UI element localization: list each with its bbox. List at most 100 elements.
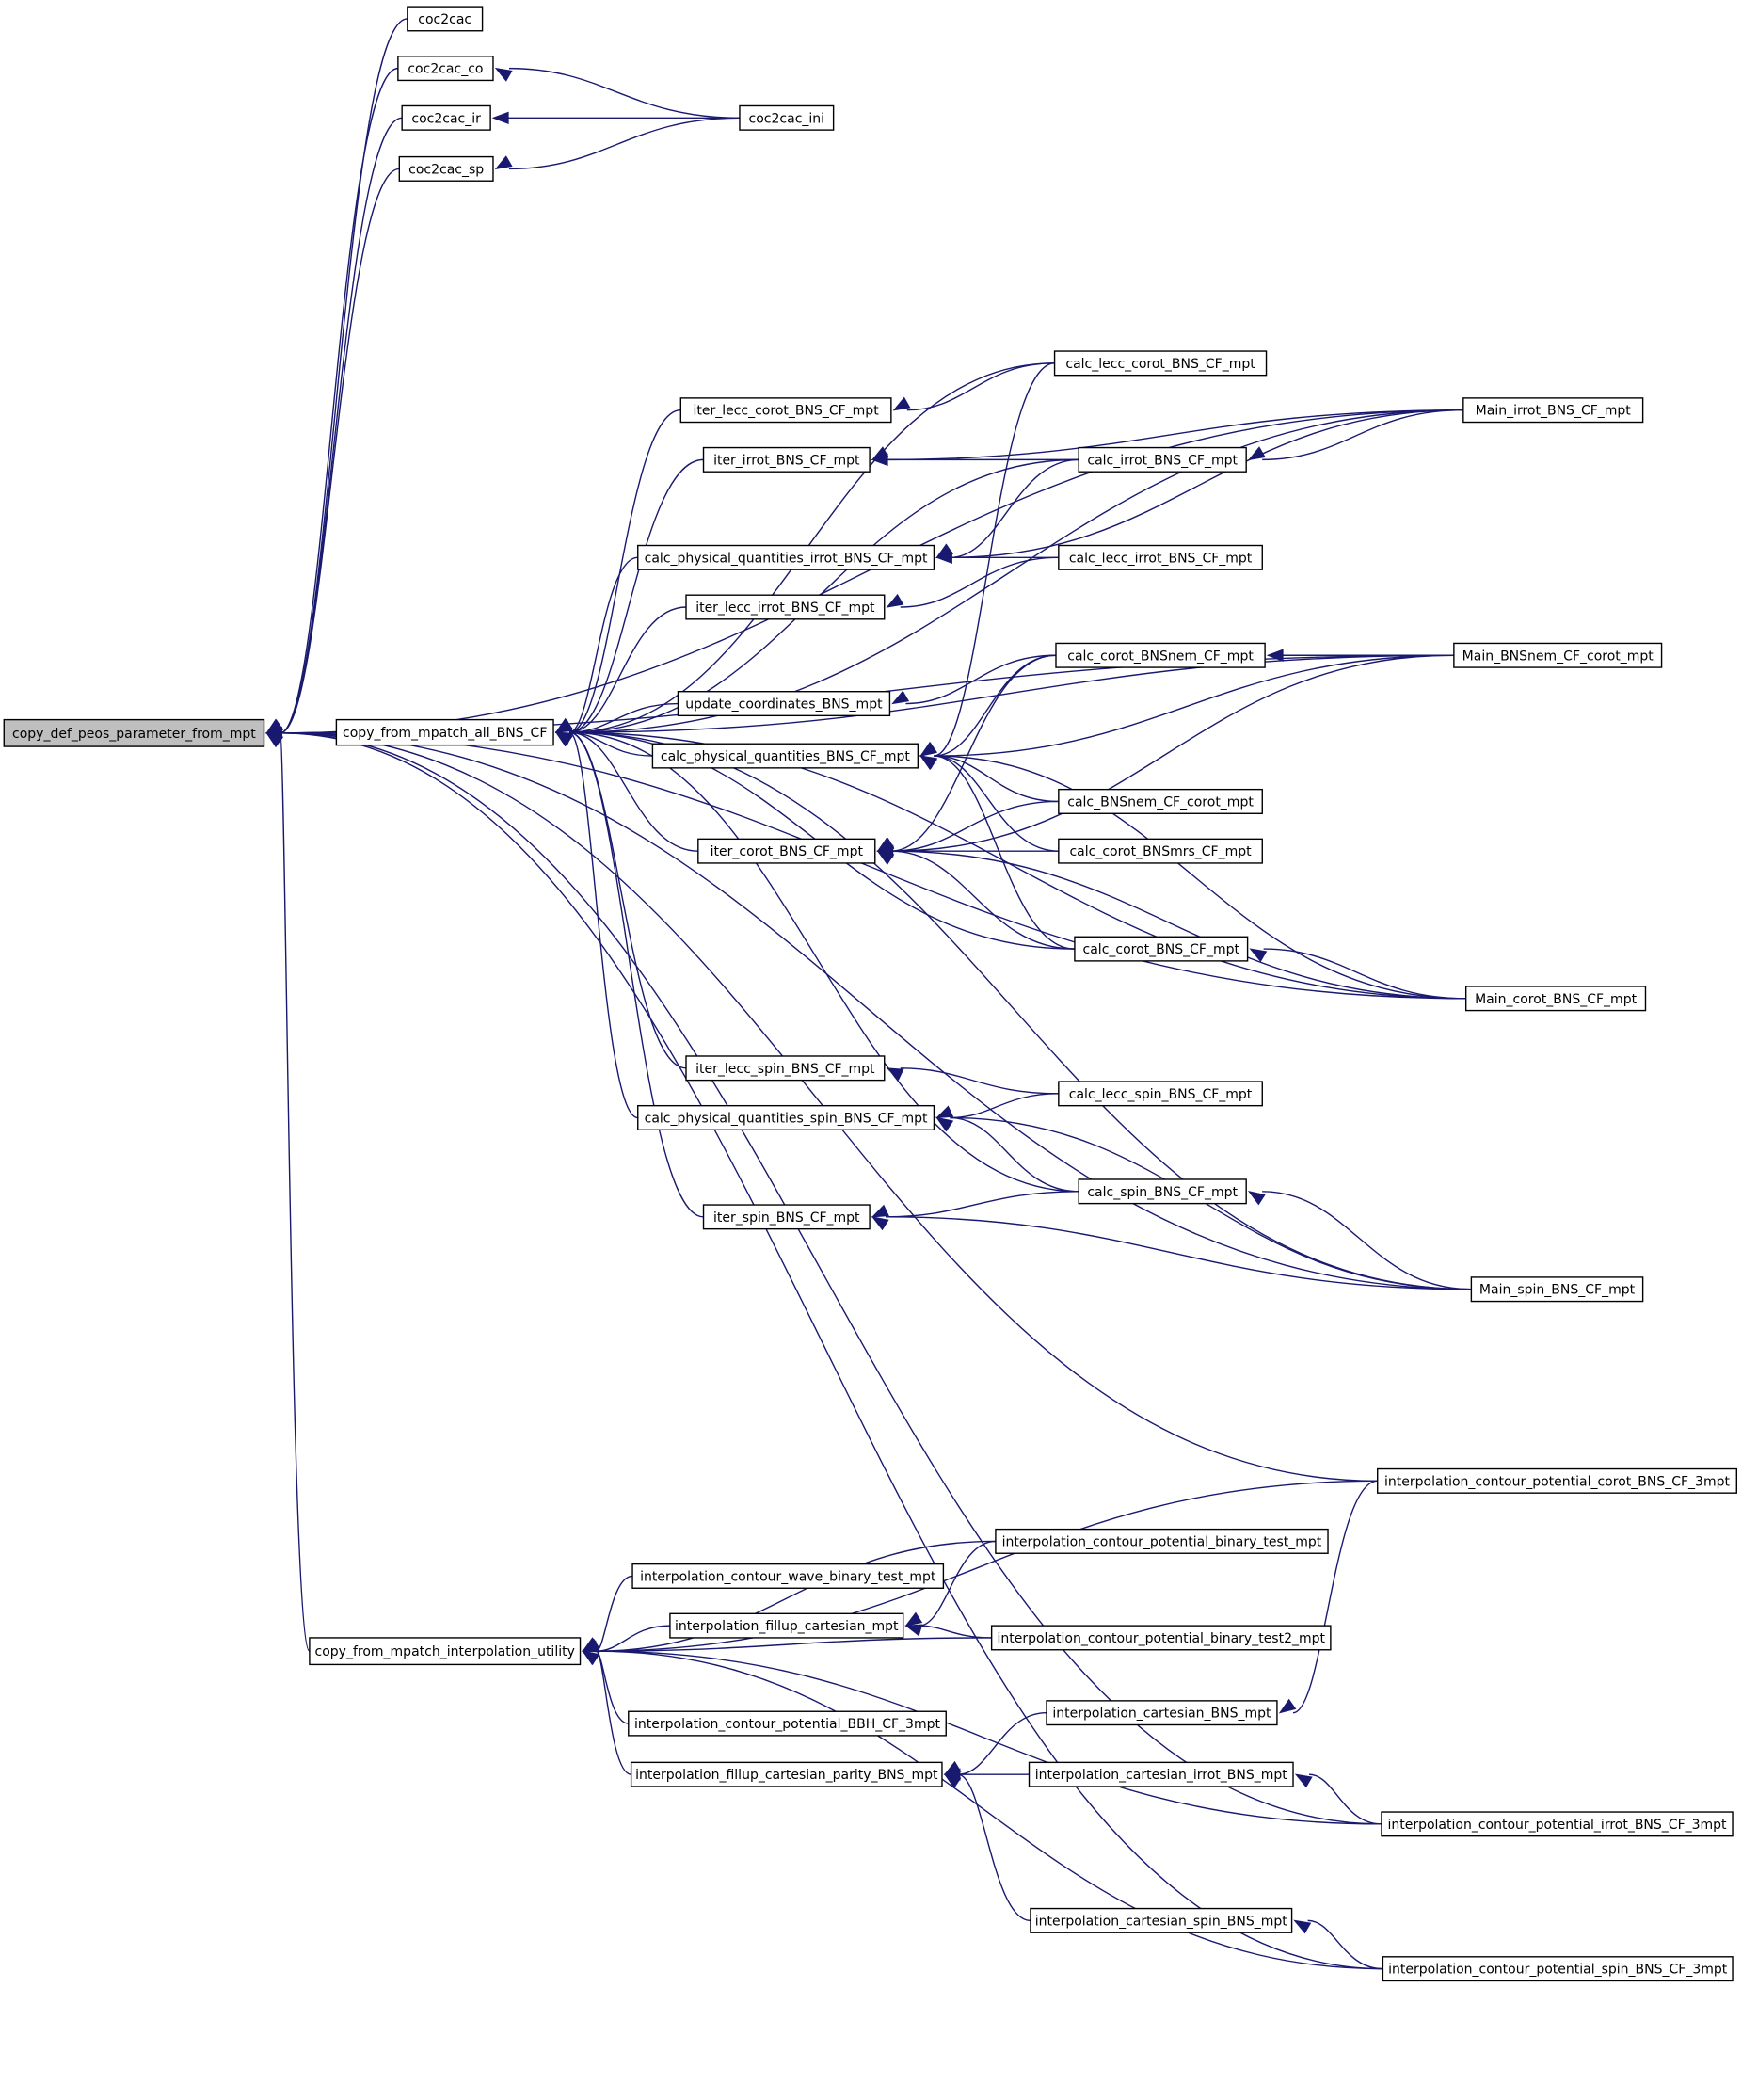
- node-calc_lecc_spin[interactable]: calc_lecc_spin_BNS_CF_mpt: [1058, 1081, 1263, 1107]
- node-icw_binary_test[interactable]: interpolation_contour_wave_binary_test_m…: [631, 1563, 945, 1589]
- edge-line: [890, 800, 1059, 852]
- node-label: Main_irrot_BNS_CF_mpt: [1476, 404, 1632, 419]
- edge-root-main_corot: [265, 732, 1466, 1000]
- node-iter_lecc_irrot[interactable]: iter_lecc_irrot_BNS_CF_mpt: [685, 594, 886, 620]
- node-label: calc_irrot_BNS_CF_mpt: [1087, 453, 1238, 468]
- node-cfm_interp[interactable]: copy_from_mpatch_interpolation_utility: [309, 1637, 582, 1666]
- arrowhead-icon: [904, 1611, 923, 1627]
- node-box: [637, 544, 935, 570]
- edge-cfm_interp-icp_binary_test2: [582, 1637, 992, 1653]
- edge-update_coords-calc_corot_bnsnem: [891, 654, 1056, 705]
- edge-line: [596, 1650, 1383, 1970]
- arrowhead-icon: [582, 1640, 600, 1653]
- node-box: [397, 56, 494, 82]
- node-calc_bnsnem_corot[interactable]: calc_BNSnem_CF_corot_mpt: [1058, 788, 1263, 814]
- edge-line: [934, 755, 1059, 852]
- node-calc_lecc_irrot[interactable]: calc_lecc_irrot_BNS_CF_mpt: [1058, 544, 1263, 570]
- node-coc2cac_sp[interactable]: coc2cac_sp: [398, 155, 494, 182]
- node-box: [628, 1710, 947, 1737]
- node-cpq[interactable]: calc_physical_quantities_BNS_CF_mpt: [651, 743, 919, 769]
- node-box: [679, 397, 892, 424]
- node-box: [702, 446, 871, 473]
- edge-coc2cac_ir-coc2cac_ini: [491, 111, 740, 125]
- edge-coc2cac_co-coc2cac_ini: [494, 67, 740, 119]
- node-calc_irrot[interactable]: calc_irrot_BNS_CF_mpt: [1078, 446, 1247, 473]
- node-iter_spin[interactable]: iter_spin_BNS_CF_mpt: [702, 1204, 871, 1230]
- node-icp_irrot_3mpt[interactable]: interpolation_contour_potential_irrot_BN…: [1381, 1811, 1734, 1837]
- node-coc2cac[interactable]: coc2cac: [407, 6, 484, 32]
- node-coc2cac_co[interactable]: coc2cac_co: [397, 56, 494, 82]
- node-box: [685, 1055, 886, 1082]
- edge-ic_spin-icp_spin_3mpt: [1293, 1919, 1383, 1970]
- node-main_corot[interactable]: Main_corot_BNS_CF_mpt: [1464, 986, 1647, 1012]
- node-main_spin[interactable]: Main_spin_BNS_CF_mpt: [1470, 1276, 1644, 1303]
- node-calc_lecc_corot[interactable]: calc_lecc_corot_BNS_CF_mpt: [1053, 350, 1268, 377]
- node-label: iter_lecc_corot_BNS_CF_mpt: [693, 404, 879, 419]
- node-icp_spin_3mpt[interactable]: interpolation_contour_potential_spin_BNS…: [1382, 1956, 1734, 1982]
- node-coc2cac_ini[interactable]: coc2cac_ini: [739, 104, 835, 131]
- edge-line: [596, 1625, 670, 1652]
- edge-line: [280, 732, 1472, 1290]
- node-icp_binary_test[interactable]: interpolation_contour_potential_binary_t…: [995, 1528, 1329, 1554]
- edge-ic_irrot-icp_irrot_3mpt: [1294, 1773, 1382, 1825]
- node-label: calc_corot_BNSnem_CF_mpt: [1067, 649, 1254, 664]
- edge-cfm_all-main_spin: [554, 731, 1472, 1290]
- edge-iter_spin-calc_spin: [871, 1191, 1079, 1218]
- node-iter_corot[interactable]: iter_corot_BNS_CF_mpt: [697, 838, 876, 864]
- node-label: interpolation_contour_wave_binary_test_m…: [640, 1569, 936, 1584]
- node-box: [990, 1625, 1332, 1651]
- node-cpq_spin[interactable]: calc_physical_quantities_spin_BNS_CF_mpt: [637, 1104, 935, 1131]
- edge-line: [934, 755, 1059, 803]
- edge-line: [890, 850, 1075, 950]
- node-iter_lecc_spin[interactable]: iter_lecc_spin_BNS_CF_mpt: [685, 1055, 886, 1082]
- node-root[interactable]: copy_def_peos_parameter_from_mpt: [3, 718, 265, 747]
- node-label: iter_irrot_BNS_CF_mpt: [713, 453, 860, 468]
- node-label: interpolation_contour_potential_spin_BNS…: [1388, 1963, 1728, 1978]
- node-coc2cac_ir[interactable]: coc2cac_ir: [401, 104, 491, 131]
- node-icp_bbh[interactable]: interpolation_contour_potential_BBH_CF_3…: [628, 1710, 947, 1737]
- node-box: [697, 838, 876, 864]
- node-iter_irrot[interactable]: iter_irrot_BNS_CF_mpt: [702, 446, 871, 473]
- edge-calc_corot-main_corot: [1249, 948, 1466, 1000]
- arrowhead-icon: [554, 731, 573, 747]
- node-ic_bns[interactable]: interpolation_cartesian_BNS_mpt: [1046, 1700, 1278, 1726]
- arrowhead-icon: [935, 1116, 953, 1132]
- node-icp_corot_3mpt[interactable]: interpolation_contour_potential_corot_BN…: [1377, 1467, 1738, 1494]
- node-label: calc_BNSnem_CF_corot_mpt: [1067, 794, 1254, 810]
- edge-cfm_interp-icp_bbh: [582, 1650, 629, 1724]
- edge-iter_corot-main_corot: [876, 850, 1466, 1000]
- node-icp_binary_test2[interactable]: interpolation_contour_potential_binary_t…: [990, 1625, 1332, 1651]
- edge-line: [279, 732, 311, 1652]
- node-calc_corot_bnsmrs[interactable]: calc_corot_BNSmrs_CF_mpt: [1058, 838, 1263, 864]
- node-calc_corot[interactable]: calc_corot_BNS_CF_mpt: [1074, 936, 1249, 962]
- edge-root-icp_spin_3mpt: [265, 732, 1383, 1970]
- edge-line: [568, 731, 687, 1069]
- node-ifcp[interactable]: interpolation_fillup_cartesian_parity_BN…: [630, 1761, 943, 1787]
- node-ifc[interactable]: interpolation_fillup_cartesian_mpt: [669, 1612, 904, 1639]
- node-box: [3, 718, 265, 747]
- arrowhead-icon: [886, 593, 904, 608]
- node-cfm_all[interactable]: copy_from_mpatch_all_BNS_CF: [335, 718, 554, 746]
- node-box: [677, 691, 891, 717]
- node-cpq_irrot[interactable]: calc_physical_quantities_irrot_BNS_CF_mp…: [637, 544, 935, 570]
- node-label: interpolation_cartesian_spin_BNS_mpt: [1035, 1914, 1288, 1929]
- edge-line: [900, 556, 1059, 608]
- node-main_irrot[interactable]: Main_irrot_BNS_CF_mpt: [1462, 397, 1644, 424]
- node-calc_corot_bnsnem[interactable]: calc_corot_BNSnem_CF_mpt: [1055, 642, 1266, 668]
- edge-iter_spin-main_spin: [871, 1216, 1472, 1290]
- edge-line: [1263, 948, 1466, 1000]
- node-main_bnsnem[interactable]: Main_BNSnem_CF_corot_mpt: [1453, 642, 1663, 668]
- node-iter_lecc_corot[interactable]: iter_lecc_corot_BNS_CF_mpt: [679, 397, 892, 424]
- edge-cpq-calc_corot_bnsnem: [919, 654, 1056, 757]
- node-label: coc2cac_co: [408, 62, 483, 77]
- node-box: [1382, 1956, 1734, 1982]
- node-update_coords[interactable]: update_coordinates_BNS_mpt: [677, 691, 891, 717]
- node-ic_spin[interactable]: interpolation_cartesian_spin_BNS_mpt: [1030, 1907, 1293, 1933]
- node-box: [1058, 788, 1263, 814]
- node-box: [1453, 642, 1663, 668]
- node-calc_spin[interactable]: calc_spin_BNS_CF_mpt: [1078, 1178, 1247, 1205]
- node-label: calc_spin_BNS_CF_mpt: [1087, 1185, 1238, 1200]
- node-ic_irrot[interactable]: interpolation_cartesian_irrot_BNS_mpt: [1028, 1761, 1294, 1787]
- node-box: [630, 1761, 943, 1787]
- node-box: [1078, 446, 1247, 473]
